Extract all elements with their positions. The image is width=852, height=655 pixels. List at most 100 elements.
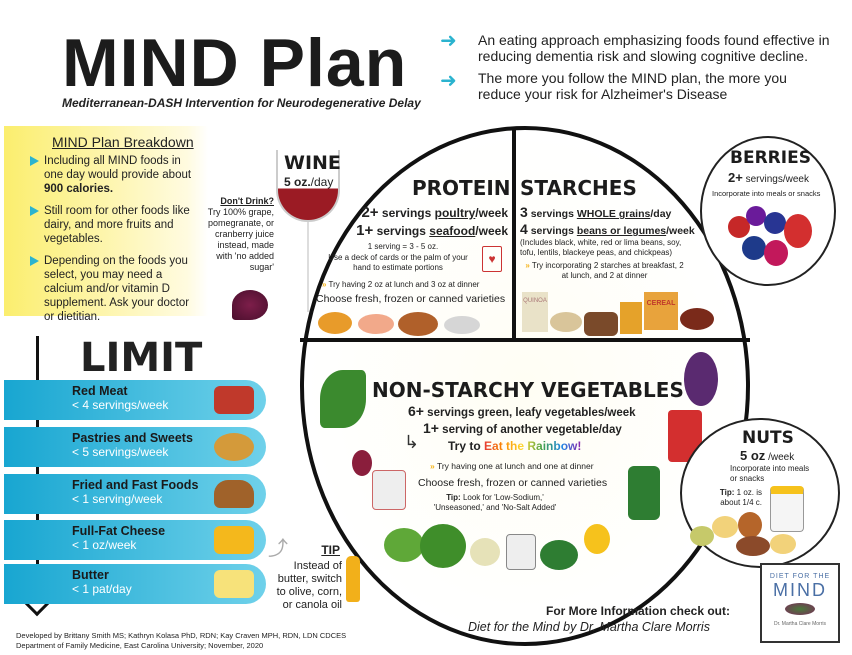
- burger-icon: [214, 480, 254, 508]
- oil-bottle-icon: [346, 556, 360, 602]
- grapes-icon: [232, 290, 268, 320]
- limit-item-fried-foods: Fried and Fast Foods< 1 serving/week: [4, 474, 266, 514]
- eat-the-rainbow: Eat the Rainbow!: [484, 439, 582, 453]
- label: servings: [376, 224, 426, 238]
- butter-icon: [214, 570, 254, 598]
- tip-text: Instead of butter, switch to olive, corn…: [276, 560, 342, 611]
- leafy-greens-icon: [320, 370, 366, 428]
- limit-name: Pastries and Sweets: [72, 431, 193, 445]
- protein-seafood-count: 1+: [356, 222, 374, 239]
- limit-name: Butter: [72, 568, 109, 582]
- limit-name: Full-Fat Cheese: [72, 524, 166, 538]
- vegetables-tip-text: Look for 'Low-Sodium,' 'Unseasoned,' and…: [433, 493, 557, 512]
- protein-serving: 1 serving = 3 - 5 oz.: [367, 242, 439, 251]
- breakdown-panel: MIND Plan Breakdown Including all MIND f…: [4, 126, 208, 323]
- wine-alt-text: Try 100% grape, pomegranate, or cranberr…: [207, 207, 274, 272]
- book-author: Dr. Martha Clare Morris: [774, 621, 826, 627]
- limit-value: < 5 servings/week: [72, 445, 169, 459]
- limit-value: < 4 servings/week: [72, 398, 169, 412]
- nuts-note: Incorporate into meals or snacks: [730, 464, 810, 483]
- nuts-amount: 5 oz: [740, 448, 766, 463]
- nuts-tip-text: 1 oz. is about 1/4 c.: [720, 488, 762, 507]
- berries-note: Incorporate into meals or snacks: [712, 189, 821, 198]
- canned-vegetables-icon: [628, 466, 660, 520]
- wine-title: WINE: [284, 152, 341, 174]
- credits-line: Department of Family Medicine, East Caro…: [16, 641, 264, 650]
- beans-count: 4: [520, 221, 528, 237]
- quinoa-label: QUINOA: [522, 292, 548, 332]
- limit-item-red-meat: Red Meat< 4 servings/week: [4, 380, 266, 420]
- plate-divider-vertical: [512, 128, 516, 340]
- grains-count: 3: [520, 204, 528, 220]
- other-veg-count: 1+: [423, 420, 439, 436]
- starches-tip: Try incorporating 2 starches at breakfas…: [531, 261, 684, 280]
- cereal-label: CEREAL: [644, 292, 678, 330]
- berries-unit: servings/week: [745, 174, 809, 185]
- more-info-text: Diet for the Mind by Dr. Martha Clare Mo…: [468, 620, 710, 634]
- beet-icon: [352, 450, 372, 476]
- breakdown-title: MIND Plan Breakdown: [52, 134, 194, 150]
- wine-glass-stem: [307, 222, 309, 312]
- plate-divider-horizontal: [300, 338, 750, 342]
- label: Try to: [448, 439, 481, 453]
- label: poultry: [434, 206, 476, 220]
- intro-text-1: An eating approach emphasizing foods fou…: [478, 32, 830, 64]
- curved-arrow-icon: ↳: [404, 432, 420, 452]
- label: servings: [530, 208, 574, 220]
- wine-alt-title: Don't Drink?: [220, 196, 274, 206]
- label: servings: [530, 225, 574, 237]
- berries-amount: 2+: [728, 170, 743, 185]
- vegetables-foods-image: [384, 524, 614, 574]
- protein-foods-image: [318, 312, 508, 336]
- starches-title: STARCHES: [520, 176, 637, 200]
- wine-unit: /day: [310, 175, 334, 189]
- protein-estimate: Use a deck of cards or the palm of your …: [328, 253, 468, 272]
- intro-text-2: The more you follow the MIND plan, the m…: [478, 70, 787, 102]
- leafy-count: 6+: [408, 403, 424, 419]
- label: /week: [475, 224, 508, 238]
- label: WHOLE grains: [576, 208, 651, 220]
- curved-arrow-icon: ⤴: [268, 538, 288, 560]
- limit-arrow-shaft: [36, 336, 39, 598]
- book-cover: DIET FOR THE MIND Dr. Martha Clare Morri…: [760, 563, 840, 643]
- more-info-heading: For More Information check out:: [546, 604, 731, 618]
- label: seafood: [429, 224, 476, 238]
- starches-foods-image: QUINOA CEREAL: [520, 292, 720, 338]
- steak-icon: [214, 386, 254, 414]
- tip-label: Tip:: [719, 488, 735, 497]
- breakdown-text: Including all MIND foods in one day woul…: [44, 155, 192, 181]
- protein-choose: Choose fresh, frozen or canned varieties: [316, 293, 506, 305]
- credits: Developed by Brittany Smith MS; Kathryn …: [16, 631, 346, 651]
- wine-amount: 5 oz.: [284, 175, 311, 189]
- label: /week: [475, 206, 508, 220]
- limit-value: < 1 pat/day: [72, 582, 132, 596]
- breakdown-item: Depending on the foods you select, you m…: [30, 254, 198, 324]
- chevron-icon: »: [322, 280, 327, 289]
- wine-glass-icon: [276, 150, 340, 222]
- limit-item-butter: Butter< 1 pat/day: [4, 564, 266, 604]
- limit-title: LIMIT: [80, 335, 203, 381]
- starches-includes: (Includes black, white, red or lima bean…: [520, 238, 682, 257]
- pastry-icon: [214, 433, 254, 461]
- label: /day: [650, 208, 672, 220]
- berries-title: BERRIES: [730, 148, 811, 168]
- label: servings: [381, 206, 432, 220]
- vegetables-title: NON-STARCHY VEGETABLES: [372, 378, 684, 402]
- vegetables-tip: Try having one at lunch and one at dinne…: [436, 461, 594, 471]
- protein-tip: Try having 2 oz at lunch and 3 oz at din…: [328, 280, 480, 289]
- page-subtitle: Mediterranean-DASH Intervention for Neur…: [62, 96, 421, 110]
- book-title-line2: MIND: [773, 580, 827, 600]
- cheese-icon: [214, 526, 254, 554]
- label: serving of another vegetable/day: [442, 424, 622, 436]
- limit-value: < 1 serving/week: [72, 492, 163, 506]
- book-cover-image: [785, 603, 815, 615]
- arrow-right-icon: ➜: [440, 70, 457, 92]
- playing-card-icon: ♥: [482, 246, 502, 272]
- limit-name: Red Meat: [72, 384, 128, 398]
- vegetables-choose: Choose fresh, frozen or canned varieties: [418, 477, 608, 489]
- book-title-line1: DIET FOR THE: [769, 573, 831, 580]
- protein-poultry-count: 2+: [361, 204, 379, 221]
- breakdown-item: Still room for other foods like dairy, a…: [30, 204, 198, 246]
- limit-name: Fried and Fast Foods: [72, 478, 199, 492]
- limit-item-pastries: Pastries and Sweets< 5 servings/week: [4, 427, 266, 467]
